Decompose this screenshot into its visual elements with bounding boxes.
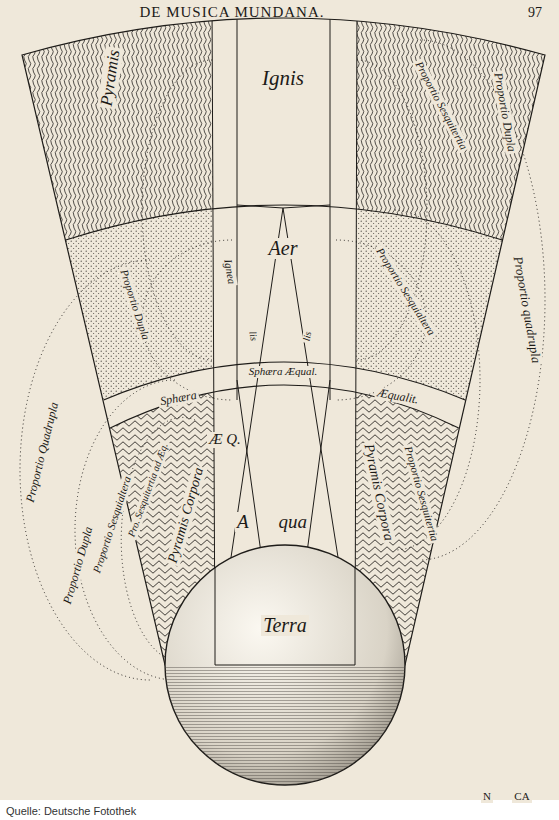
air-stipple: [355, 0, 559, 665]
pyramid-line: [330, 0, 331, 400]
sphere-band: Sphæra Æqual.: [247, 366, 319, 378]
pyramid-line: [306, 380, 330, 560]
band-boundary: [66, 205, 503, 240]
paper: [0, 0, 559, 800]
page-number: 97: [526, 6, 544, 21]
earth-region: Terra: [261, 615, 309, 636]
pyramid-line: [237, 0, 238, 400]
fire-texture: [355, 0, 559, 665]
element-name: Sphæra Æqual.: [247, 366, 319, 378]
earth-sphere: [165, 545, 405, 785]
word-fragment: lis: [247, 328, 260, 343]
element-abbreviation: Æ Q.: [207, 432, 243, 448]
pyramid-line: [355, 0, 357, 665]
proportion-arc: [142, 60, 212, 360]
water-region: Aqua: [235, 512, 309, 532]
pyramid-line: [237, 380, 262, 560]
terra-frame: [215, 568, 355, 666]
proportion-arc: [142, 240, 232, 400]
element-name: qua: [277, 512, 310, 532]
signature-mark: CA: [512, 791, 531, 803]
running-head: DE MUSICA MUNDANA.: [139, 5, 324, 21]
band-boundary: [110, 385, 459, 428]
proportion-arc: [420, 40, 545, 560]
pyramid-line: [237, 205, 330, 208]
proportion-arc: [20, 260, 150, 680]
element-name: Ignis: [260, 67, 306, 89]
source-credit: Quelle: Deutsche Fotothek: [4, 806, 138, 818]
pyramid-line: [212, 0, 215, 665]
earth-shading: [165, 665, 405, 785]
proportion-arc: [395, 210, 480, 550]
element-name: Aer: [267, 238, 300, 259]
element-name: A: [235, 512, 251, 532]
air-region: Aer: [267, 238, 300, 259]
signature-mark: N: [481, 791, 493, 803]
element-name: Terra: [261, 615, 309, 636]
fire-region: Ignis: [260, 67, 306, 89]
water-waves: [355, 0, 559, 665]
